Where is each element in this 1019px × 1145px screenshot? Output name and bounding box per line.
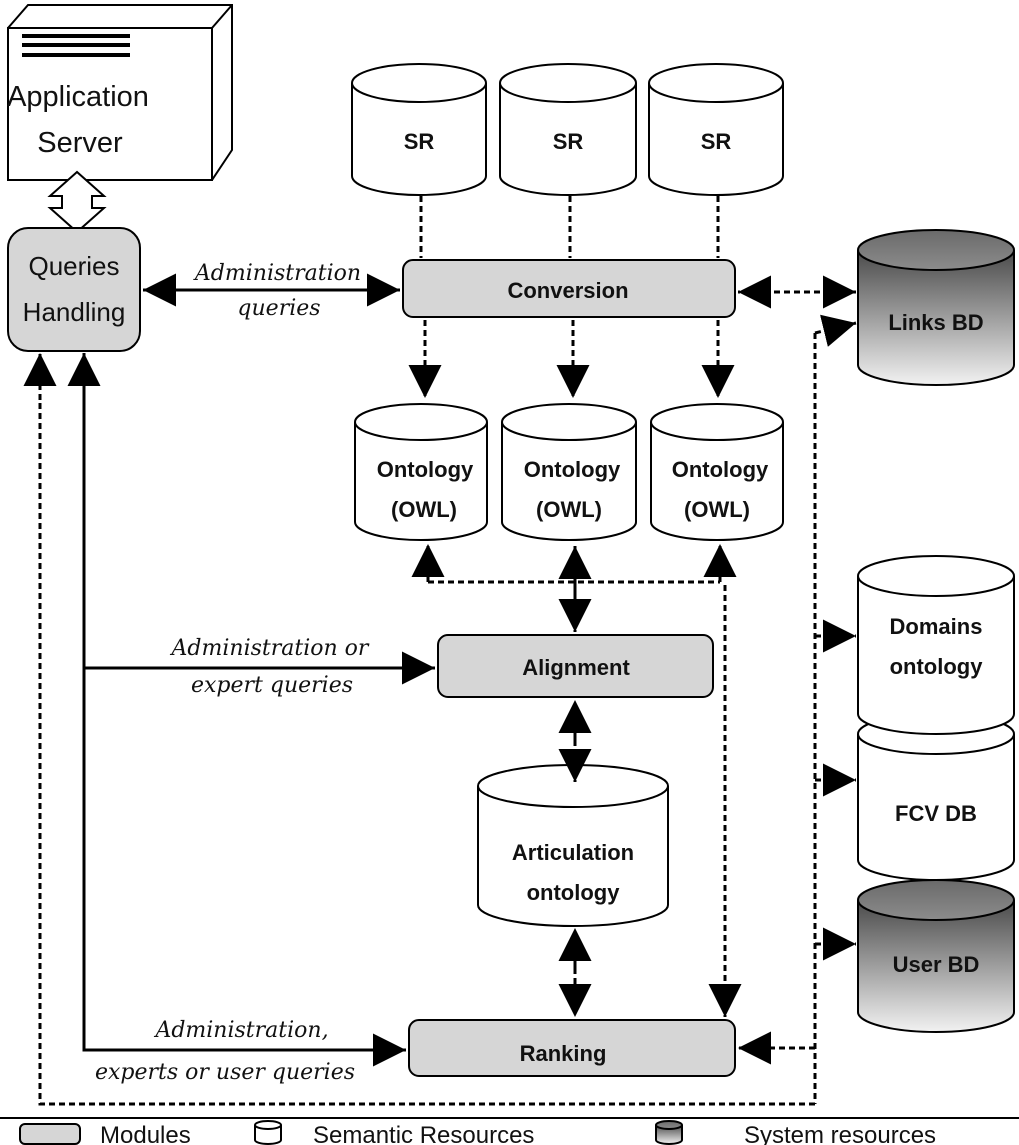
ontology-cylinder-1: Ontology (OWL) [354,403,488,541]
alignment-query-label-line1: Administration or [170,636,370,661]
queries-handling-line2: Handling [23,297,126,327]
legend-module-swatch [19,1123,81,1145]
queries-handling-line1: Queries [28,251,119,281]
application-server: Application Server [7,4,233,181]
ontology-label-line1: Ontology [524,457,621,482]
system-bus-edge [38,400,815,1106]
legend-modules-label: Modules [100,1122,191,1145]
ontology-label-line2: (OWL) [684,497,750,522]
legend-system-label: System resources [744,1122,936,1145]
alignment-label: Alignment [522,655,630,680]
ranking-label: Ranking [520,1041,607,1066]
domains-label-line2: ontology [890,654,984,679]
conversion-label: Conversion [507,278,628,303]
sr-cylinder-1: SR [351,63,487,196]
user-bd-cylinder: User BD [857,879,1015,1033]
ranking-module: Ranking [408,1019,736,1077]
legend-system-swatch [655,1120,683,1145]
legend-semantic-swatch [254,1120,282,1145]
ontology-label-line2: (OWL) [536,497,602,522]
articulation-label-line2: ontology [527,880,621,905]
legend-semantic-label: Semantic Resources [313,1122,534,1145]
ontology-label-line1: Ontology [377,457,474,482]
fcv-db-cylinder: FCV DB [857,713,1015,881]
ontology-label-line2: (OWL) [391,497,457,522]
server-label-line1: Application [7,81,149,113]
connectors [23,196,857,1106]
queries-handling-module: Queries Handling [7,227,141,352]
sr-cylinder-2: SR [499,63,637,196]
conversion-module: Conversion [402,259,736,318]
server-label-line2: Server [37,127,123,159]
ranking-query-label-line2: experts or user queries [95,1060,355,1085]
ontology-cylinder-2: Ontology (OWL) [501,403,637,541]
links-bd-label: Links BD [888,310,983,335]
alignment-query-label-line2: expert queries [191,673,353,698]
conversion-query-label-line2: queries [237,296,320,321]
queries-alignment-edge [82,398,300,1052]
user-bd-label: User BD [893,952,980,977]
links-bd-cylinder: Links BD [857,229,1015,386]
sr-cylinder-3: SR [648,63,784,196]
sr-label: SR [404,129,435,154]
ranking-query-label-line1: Administration, [153,1018,328,1043]
domains-ontology-cylinder: Domains ontology [857,555,1015,735]
domains-label-line1: Domains [890,614,983,639]
fcv-db-label: FCV DB [895,801,977,826]
system-bus-edge [814,314,857,347]
ontology-cylinder-3: Ontology (OWL) [650,403,784,541]
articulation-ontology-cylinder: Articulation ontology [477,764,669,927]
conversion-query-label-line1: Administration [193,261,361,286]
articulation-label-line1: Articulation [512,840,634,865]
ontology-label-line1: Ontology [672,457,769,482]
legend: Modules Semantic Resources System resour… [0,1117,1019,1145]
sr-label: SR [553,129,584,154]
alignment-module: Alignment [437,634,714,698]
sr-label: SR [701,129,732,154]
